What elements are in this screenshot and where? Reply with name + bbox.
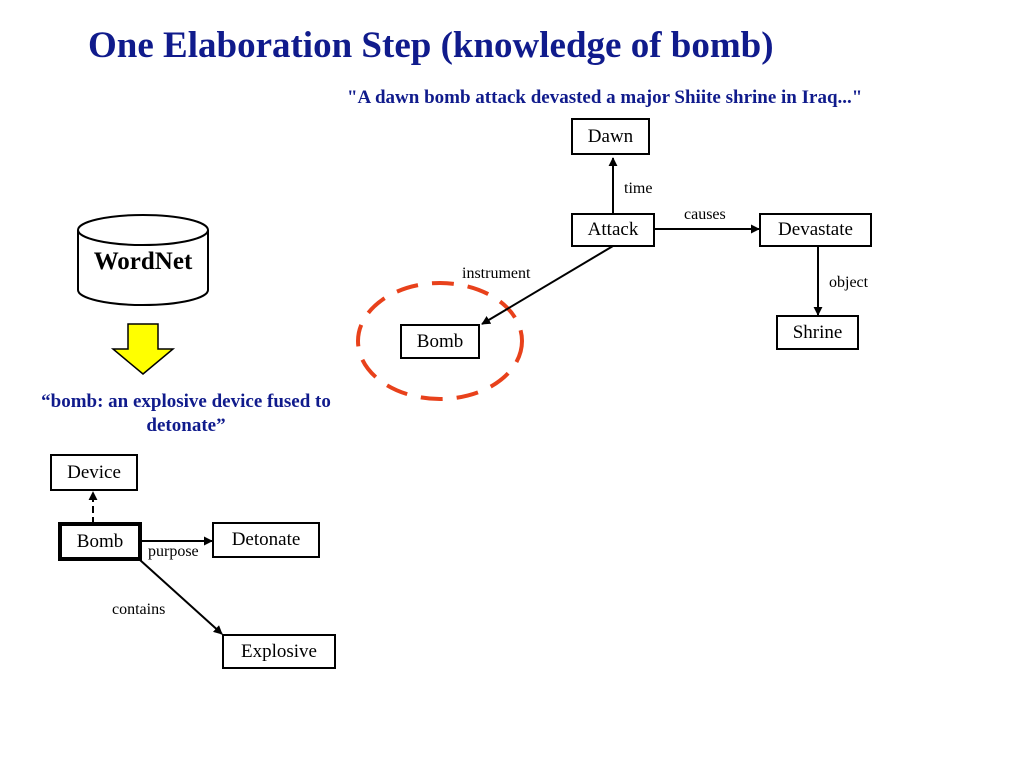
node-dawn: Dawn [571,118,650,155]
edge-label-time: time [624,180,653,197]
edge-label-purpose: purpose [148,543,199,560]
edge-label-contains: contains [112,601,166,618]
node-bomb-sentence: Bomb [400,324,480,359]
node-devastate: Devastate [759,213,872,247]
bomb-definition: “bomb: an explosive device fused to deto… [41,391,331,436]
edge-bomb-explosive [139,559,223,635]
node-detonate: Detonate [212,522,320,558]
database-icon [77,214,209,306]
highlight-circle [356,281,524,401]
node-bomb-definition: Bomb [58,522,142,561]
node-explosive: Explosive [222,634,336,669]
edge-attack-bomb [481,245,614,325]
edge-label-object: object [829,274,869,291]
edge-label-causes: causes [684,206,726,223]
node-device: Device [50,454,138,491]
wordnet-label: WordNet [93,248,193,275]
example-sentence: "A dawn bomb attack devasted a major Shi… [347,87,863,108]
node-attack: Attack [571,213,655,247]
edge-label-instrument: instrument [462,265,531,282]
page-title: One Elaboration Step (knowledge of bomb) [88,25,774,66]
down-arrow-icon [110,323,176,375]
node-shrine: Shrine [776,315,859,350]
